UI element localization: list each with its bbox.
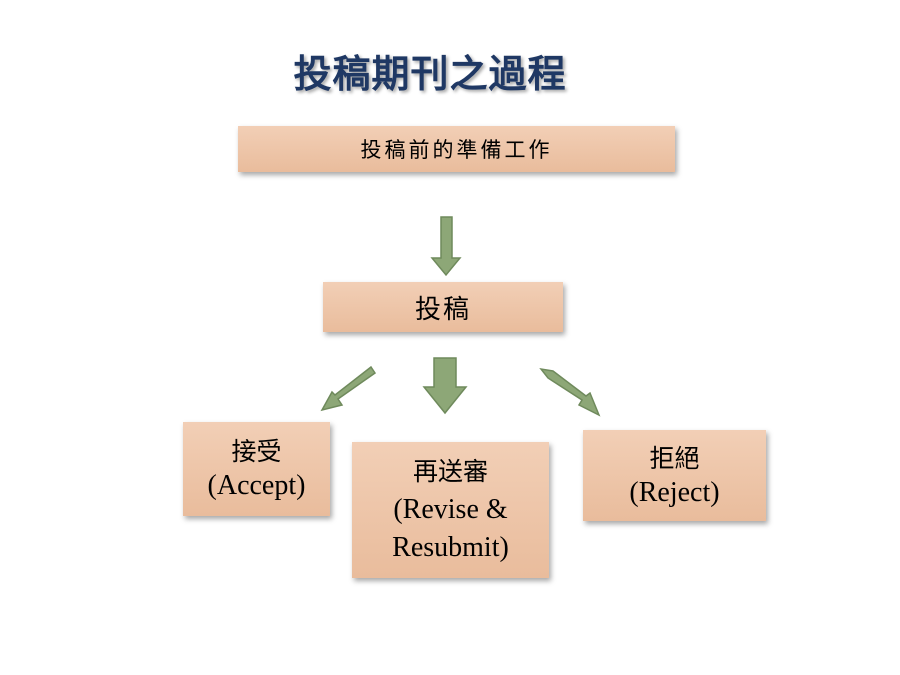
reject-label-en: (Reject) [629,476,720,508]
prep-label: 投稿前的準備工作 [360,138,553,162]
accept-label-en: (Accept) [207,470,306,501]
reject-box: 拒絕 (Reject) [583,430,766,521]
submit-box: 投稿 [323,282,563,332]
arrow-down-icon [430,216,462,277]
revise-label-en-1: (Revise & [393,494,508,525]
revise-label-en-2: Resubmit) [392,532,509,563]
submit-label: 投稿 [414,294,471,325]
revise-box: 再送審 (Revise & Resubmit) [352,442,549,578]
reject-label-zh: 拒絕 [649,443,700,473]
arrow-down-thick-icon [422,357,468,415]
prep-box: 投稿前的準備工作 [238,126,675,172]
arrow-down-left-icon [320,365,377,412]
arrow-down-right-icon [539,367,601,417]
slide-title: 投稿期刊之過程 [293,51,567,96]
revise-label-zh: 再送審 [412,457,488,486]
accept-box: 接受 (Accept) [183,422,330,516]
accept-label-zh: 接受 [231,437,282,466]
